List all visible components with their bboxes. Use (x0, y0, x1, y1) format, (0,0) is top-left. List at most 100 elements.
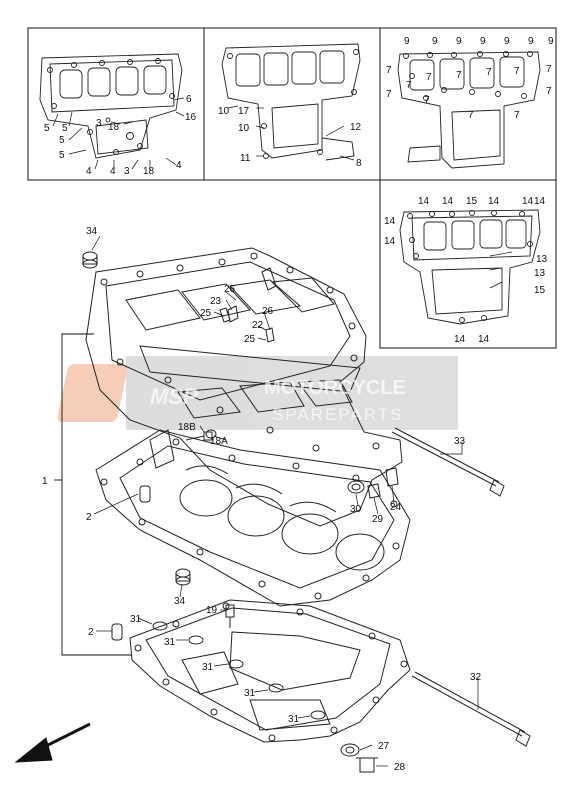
callout: 7 (546, 64, 552, 75)
watermark-brand-line1: MOTORCYCLE (264, 377, 406, 399)
loose-parts (82, 251, 531, 773)
cap-nut-34-lower (175, 568, 191, 586)
callout: 18 (143, 166, 155, 177)
callout: 12 (350, 122, 362, 133)
bolt-33 (391, 427, 505, 497)
callout: 27 (378, 741, 390, 752)
callout: 23 (210, 296, 222, 307)
callout: 14 (488, 196, 500, 207)
callout: 9 (528, 36, 534, 47)
callout: 11 (240, 153, 251, 164)
plug-28 (356, 757, 378, 773)
inset-a-labels: 5 5 5 5 3 18 3 18 4 4 4 6 16 (44, 94, 197, 177)
inset-a-frame (27, 27, 205, 181)
callout: 13 (536, 254, 548, 265)
callout: 4 (176, 160, 182, 171)
callout: 19 (206, 605, 218, 616)
callout: 26 (224, 284, 236, 295)
callout: 7 (514, 110, 520, 121)
callout: 2 (88, 627, 94, 638)
callout: 3 (124, 166, 130, 177)
callout: 4 (110, 166, 116, 177)
main-labels: 34 26 23 26 25 22 25 18B 18A 1 2 33 30 2… (42, 226, 482, 773)
callout: 14 (522, 196, 534, 207)
inset-frames (27, 27, 557, 349)
callout: 13 (534, 268, 546, 279)
callout: 16 (185, 112, 197, 123)
washer-18a (205, 429, 217, 439)
callout: 10 (238, 123, 250, 134)
callout: 15 (466, 196, 478, 207)
callout: 33 (454, 436, 466, 447)
bolt-32 (411, 671, 531, 747)
callout: 14 (534, 196, 546, 207)
assembly-bracket (54, 333, 132, 656)
crankcase-upper (85, 247, 403, 527)
plug-24 (385, 467, 399, 487)
callout: 14 (384, 216, 396, 227)
front-direction-arrow-icon (14, 722, 91, 763)
callout: 18A (210, 436, 228, 447)
callout: 15 (534, 285, 546, 296)
washer-27 (340, 743, 360, 757)
callout: 29 (372, 514, 384, 525)
callout: 31 (202, 662, 214, 673)
callout: 25 (244, 334, 256, 345)
inset-d-frame (379, 179, 557, 349)
inset-c-drawing (397, 51, 541, 169)
callout: 5 (59, 150, 65, 161)
callout: 5 (59, 135, 65, 146)
callout: 17 (238, 106, 250, 117)
callout: 5 (44, 123, 50, 134)
washer-30 (347, 480, 365, 494)
callout: 25 (200, 308, 212, 319)
callout: 7 (386, 89, 392, 100)
callout: 7 (426, 72, 432, 83)
callout: 14 (454, 334, 466, 345)
callout: 31 (130, 614, 142, 625)
callout: 31 (164, 637, 176, 648)
callout: 26 (262, 306, 274, 317)
callout: 31 (288, 714, 300, 725)
callout: 5 (62, 123, 68, 134)
callout: 9 (404, 36, 410, 47)
callout: 31 (244, 688, 256, 699)
bolt-23-26 (227, 305, 275, 343)
callout: 7 (546, 86, 552, 97)
inset-b-labels: 10 17 10 11 12 8 (218, 106, 362, 169)
callout: 3 (96, 118, 102, 129)
callout: 34 (86, 226, 98, 237)
callout: 2 (86, 512, 92, 523)
inset-b-drawing (221, 43, 361, 161)
callout: 9 (432, 36, 438, 47)
callout: 14 (418, 196, 430, 207)
watermark-logo-badge (57, 364, 128, 422)
inset-d-labels: 14 14 15 14 14 14 14 14 13 13 15 14 14 (384, 196, 548, 345)
o-rings-31 (152, 621, 326, 720)
callout: 7 (456, 70, 462, 81)
callout: 7 (424, 95, 430, 106)
callout: 7 (486, 67, 492, 78)
callout: 4 (86, 166, 92, 177)
callout: 7 (406, 80, 412, 91)
plug-29 (367, 483, 381, 499)
callout: 14 (384, 236, 396, 247)
callout: 18B (178, 422, 196, 433)
callout: 28 (394, 762, 406, 773)
callout: 14 (478, 334, 490, 345)
callout: 9 (480, 36, 486, 47)
callout: 30 (350, 504, 362, 515)
callout: 10 (218, 106, 230, 117)
callout: 32 (470, 672, 482, 683)
callout: 7 (514, 66, 520, 77)
bolt-18b (185, 431, 213, 441)
crankcase-middle (95, 429, 411, 607)
dowel-pin-2-upper (139, 485, 151, 503)
callout: 24 (390, 502, 402, 513)
watermark-logo-text: MSP (150, 384, 198, 409)
callout: 14 (442, 196, 454, 207)
callout: 34 (174, 596, 186, 607)
inset-d-drawing (399, 209, 541, 325)
callout: 1 (42, 476, 48, 487)
